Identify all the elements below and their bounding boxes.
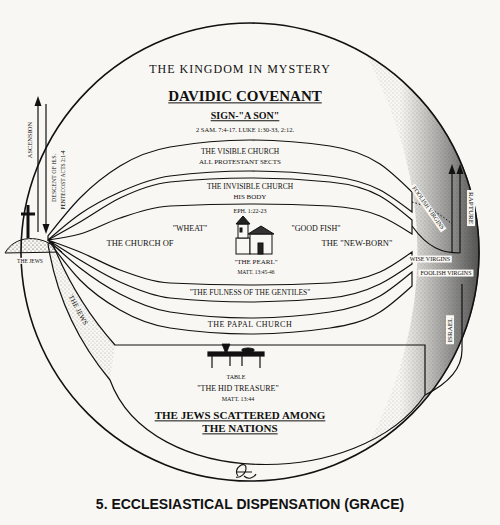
church-building [236, 216, 274, 254]
table-label: TABLE [227, 374, 246, 381]
band-sublabel: HIS BODY [234, 193, 267, 201]
region-title: THE KINGDOM IN MYSTERY [149, 63, 331, 77]
kingdom-circle [21, 23, 479, 481]
scripture-reference: 2 SAM. 7:4-17. LUKE 1:30-33, 2:12. [196, 126, 294, 133]
band-region: THE JEWSTABLE"THE HID TREASURE"MATT. 13:… [44, 238, 430, 470]
communion-table [208, 344, 264, 368]
jews-region [48, 242, 425, 464]
invisible-church-band [48, 178, 412, 240]
israel-path [425, 284, 462, 395]
band-label: "THE FULNESS OF THE GENTILES" [190, 289, 311, 298]
scripture-reference: MATT. 13:44 [222, 396, 255, 403]
covenant-sign: SIGN-"A SON" [211, 110, 280, 122]
band-label: THE PAPAL CHURCH [208, 320, 292, 329]
band-label: THE INVISIBLE CHURCH [207, 183, 293, 192]
end-of-age-shading [365, 53, 480, 451]
band-label: THE VISIBLE CHURCH [201, 148, 279, 157]
church-label: THE "NEW-BORN" [322, 239, 393, 249]
band-sublabel: ALL PROTESTANT SECTS [199, 158, 281, 166]
kingdom-circle: THE KINGDOM IN MYSTERY DAVIDIC COVENANT SI… [20, 22, 480, 482]
end-of-age-stipple [365, 53, 480, 451]
covenant-heading: DAVIDIC COVENANT [168, 88, 322, 105]
parable-label: "WHEAT" [173, 224, 208, 233]
descent-arrow [43, 104, 50, 234]
path-label: FOOLISH VIRGINS [418, 270, 473, 277]
path-label: ISRAEL [446, 316, 454, 345]
jews-band-stipple [48, 242, 115, 380]
arrow-label: DESCENT OF H.S. [51, 154, 58, 202]
visible-church-band [48, 140, 412, 240]
church-label: THE CHURCH OF [106, 239, 173, 249]
path-label: FOOLISH VIRGINS [409, 183, 446, 232]
monogram-symbol [236, 465, 256, 478]
parable-label: "THE HID TREASURE" [197, 384, 279, 393]
band-region: THE PAPAL CHURCH [44, 236, 416, 338]
arrow-label: PENTECOST ACTS 2:1-4 [60, 150, 66, 209]
wise-virgins-path [412, 226, 460, 253]
arrow-label: RAPTURE [467, 190, 475, 226]
papal-church-band [48, 240, 412, 334]
figure-caption: 5. ECCLESIASTICAL DISPENSATION (GRACE) [80, 496, 420, 512]
arrow-label: ASCENSION [26, 122, 33, 158]
scripture-reference: MATT. 13:45-46 [237, 269, 274, 275]
place-label: THE JEWS [15, 258, 45, 264]
region-heading: THE JEWS SCATTERED AMONG THE NATIONS [148, 409, 333, 434]
rapture-arrows [449, 164, 464, 253]
scripture-reference: EPH. 1:22-23 [234, 208, 267, 215]
path-label: WISE VIRGINS [408, 256, 452, 263]
band-outline [44, 238, 430, 470]
parable-label: "THE PEARL" [234, 258, 277, 266]
parable-label: "GOOD FISH" [292, 224, 341, 233]
